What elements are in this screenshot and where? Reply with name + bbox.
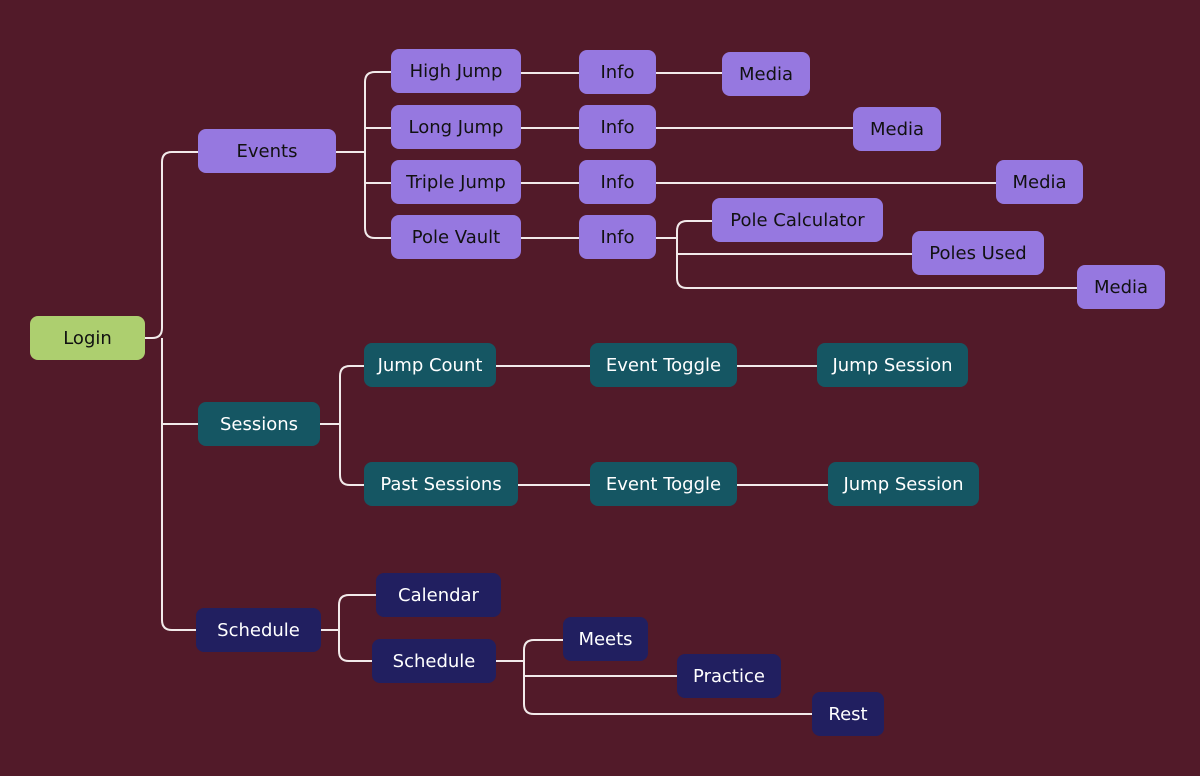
node-triple-jump-media[interactable]: Media	[996, 160, 1083, 204]
node-high-jump-media[interactable]: Media	[722, 52, 810, 96]
node-label: Info	[600, 61, 635, 83]
node-label: Jump Session	[843, 473, 964, 495]
connector-sessions-children	[320, 365, 364, 486]
node-label: Media	[738, 63, 794, 85]
node-label: Poles Used	[929, 242, 1027, 264]
node-label: Media	[1012, 171, 1067, 193]
node-triple-jump[interactable]: Triple Jump	[391, 160, 521, 204]
node-pole-vault[interactable]: Pole Vault	[391, 215, 521, 259]
node-label: Login	[63, 327, 112, 349]
node-jump-count[interactable]: Jump Count	[364, 343, 496, 387]
connector-schedule-leaves	[496, 639, 812, 715]
node-calendar[interactable]: Calendar	[376, 573, 501, 617]
node-triple-jump-info[interactable]: Info	[579, 160, 656, 204]
node-jump-count-jump-session[interactable]: Jump Session	[817, 343, 968, 387]
node-jump-count-event-toggle[interactable]: Event Toggle	[590, 343, 737, 387]
node-label: Jump Count	[377, 354, 483, 376]
node-label: Meets	[578, 628, 633, 650]
node-long-jump[interactable]: Long Jump	[391, 105, 521, 149]
node-label: Jump Session	[832, 354, 953, 376]
node-long-jump-info[interactable]: Info	[579, 105, 656, 149]
connector-polevault-leaves	[676, 220, 1077, 289]
node-sessions[interactable]: Sessions	[198, 402, 320, 446]
node-label: Practice	[693, 665, 765, 687]
node-label: Info	[600, 171, 635, 193]
node-label: Triple Jump	[406, 171, 506, 193]
connector-login-sessions	[161, 338, 198, 425]
node-practice[interactable]: Practice	[677, 654, 781, 698]
node-label: Info	[600, 116, 635, 138]
node-past-sessions-jump-session[interactable]: Jump Session	[828, 462, 979, 506]
node-label: Long Jump	[408, 116, 504, 138]
node-label: Calendar	[398, 584, 479, 606]
connector-login-schedule	[161, 424, 196, 631]
node-label: Media	[869, 118, 925, 140]
connector-events-children	[336, 71, 391, 239]
node-login[interactable]: Login	[30, 316, 145, 360]
node-past-sessions[interactable]: Past Sessions	[364, 462, 518, 506]
node-poles-used[interactable]: Poles Used	[912, 231, 1044, 275]
node-label: Pole Calculator	[730, 209, 865, 231]
node-pole-vault-info[interactable]: Info	[579, 215, 656, 259]
node-pole-calculator[interactable]: Pole Calculator	[712, 198, 883, 242]
node-label: Event Toggle	[605, 473, 722, 495]
connector-login-events	[145, 151, 198, 339]
node-schedule[interactable]: Schedule	[196, 608, 321, 652]
node-high-jump[interactable]: High Jump	[391, 49, 521, 93]
node-label: Info	[600, 226, 635, 248]
node-pole-vault-media[interactable]: Media	[1077, 265, 1165, 309]
node-label: Past Sessions	[380, 473, 502, 495]
node-label: Media	[1093, 276, 1149, 298]
node-meets[interactable]: Meets	[563, 617, 648, 661]
connector-schedule-children	[321, 594, 376, 662]
node-label: Rest	[828, 703, 868, 725]
node-past-sessions-event-toggle[interactable]: Event Toggle	[590, 462, 737, 506]
node-label: Schedule	[392, 650, 476, 672]
node-long-jump-media[interactable]: Media	[853, 107, 941, 151]
node-label: Events	[236, 140, 298, 162]
node-label: Pole Vault	[411, 226, 501, 248]
node-label: Sessions	[219, 413, 299, 435]
node-schedule-sub[interactable]: Schedule	[372, 639, 496, 683]
node-rest[interactable]: Rest	[812, 692, 884, 736]
node-label: High Jump	[409, 60, 503, 82]
node-label: Event Toggle	[605, 354, 722, 376]
node-label: Schedule	[217, 619, 300, 641]
node-events[interactable]: Events	[198, 129, 336, 173]
node-high-jump-info[interactable]: Info	[579, 50, 656, 94]
